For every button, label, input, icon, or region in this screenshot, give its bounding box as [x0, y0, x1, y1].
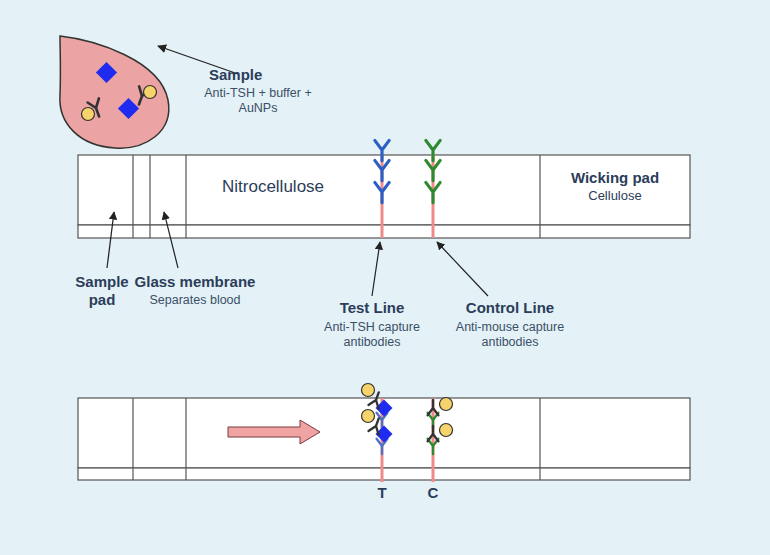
- pad-divider: [539, 155, 540, 238]
- flow-arrow: [228, 420, 320, 444]
- region-subtitle: Cellulose: [588, 188, 641, 205]
- part-description: Anti-TSH capture antibodies: [307, 320, 437, 350]
- antibody-symbol: [426, 182, 440, 202]
- antibody-symbol: [375, 160, 389, 180]
- part-description: Separates blood: [120, 293, 270, 308]
- antibody-symbol: [375, 140, 389, 160]
- antibody-symbol: [428, 426, 439, 441]
- test-strip: [78, 398, 690, 468]
- tsh-antigen: [96, 62, 117, 83]
- pad-divider: [132, 155, 133, 238]
- part-label: Glass membrane: [120, 273, 270, 291]
- part-label: Control Line: [440, 299, 580, 317]
- test-strip: [78, 155, 690, 225]
- gold-nanoparticle: [440, 424, 453, 437]
- tsh-antigen: [118, 98, 139, 119]
- antibody-symbol: [428, 439, 439, 454]
- gold-nanoparticle: [82, 108, 95, 121]
- gold-nanoparticle: [362, 384, 375, 397]
- wicking-pad-region: Wicking padCellulose: [541, 156, 689, 224]
- membrane-region: Nitrocellulose: [186, 156, 540, 224]
- antibody-symbol: [375, 182, 389, 202]
- gold-nanoparticle: [440, 398, 453, 411]
- pad-divider: [132, 398, 133, 480]
- part-label: Test Line: [312, 299, 432, 317]
- line-marker: T: [372, 484, 392, 502]
- sample-label: Sample: [209, 66, 299, 84]
- leader-arrow: [372, 242, 380, 296]
- region-title: Wicking pad: [571, 168, 659, 188]
- sample-drop: [60, 36, 169, 148]
- leader-arrow: [164, 212, 178, 268]
- pad-divider: [185, 398, 186, 480]
- pad-divider: [539, 398, 540, 480]
- part-description: Anti-mouse capture antibodies: [440, 320, 580, 350]
- pad-divider: [185, 155, 186, 238]
- antibody-symbol: [377, 439, 388, 454]
- leader-arrow: [437, 242, 488, 296]
- antibody-symbol: [428, 400, 439, 415]
- strip-edge: [78, 468, 690, 480]
- sample-description: Anti-TSH + buffer + AuNPs: [193, 86, 323, 116]
- gold-nanoparticle: [144, 86, 157, 99]
- region-title: Nitrocellulose: [222, 176, 324, 198]
- antibody-symbol: [426, 140, 440, 160]
- leader-arrow: [107, 212, 114, 268]
- gold-nanoparticle: [362, 410, 375, 423]
- antibody-symbol: [426, 160, 440, 180]
- part-label: Sample pad: [62, 273, 142, 309]
- pad-divider: [149, 155, 150, 238]
- line-marker: C: [423, 484, 443, 502]
- antibody-glyphs: [82, 86, 453, 455]
